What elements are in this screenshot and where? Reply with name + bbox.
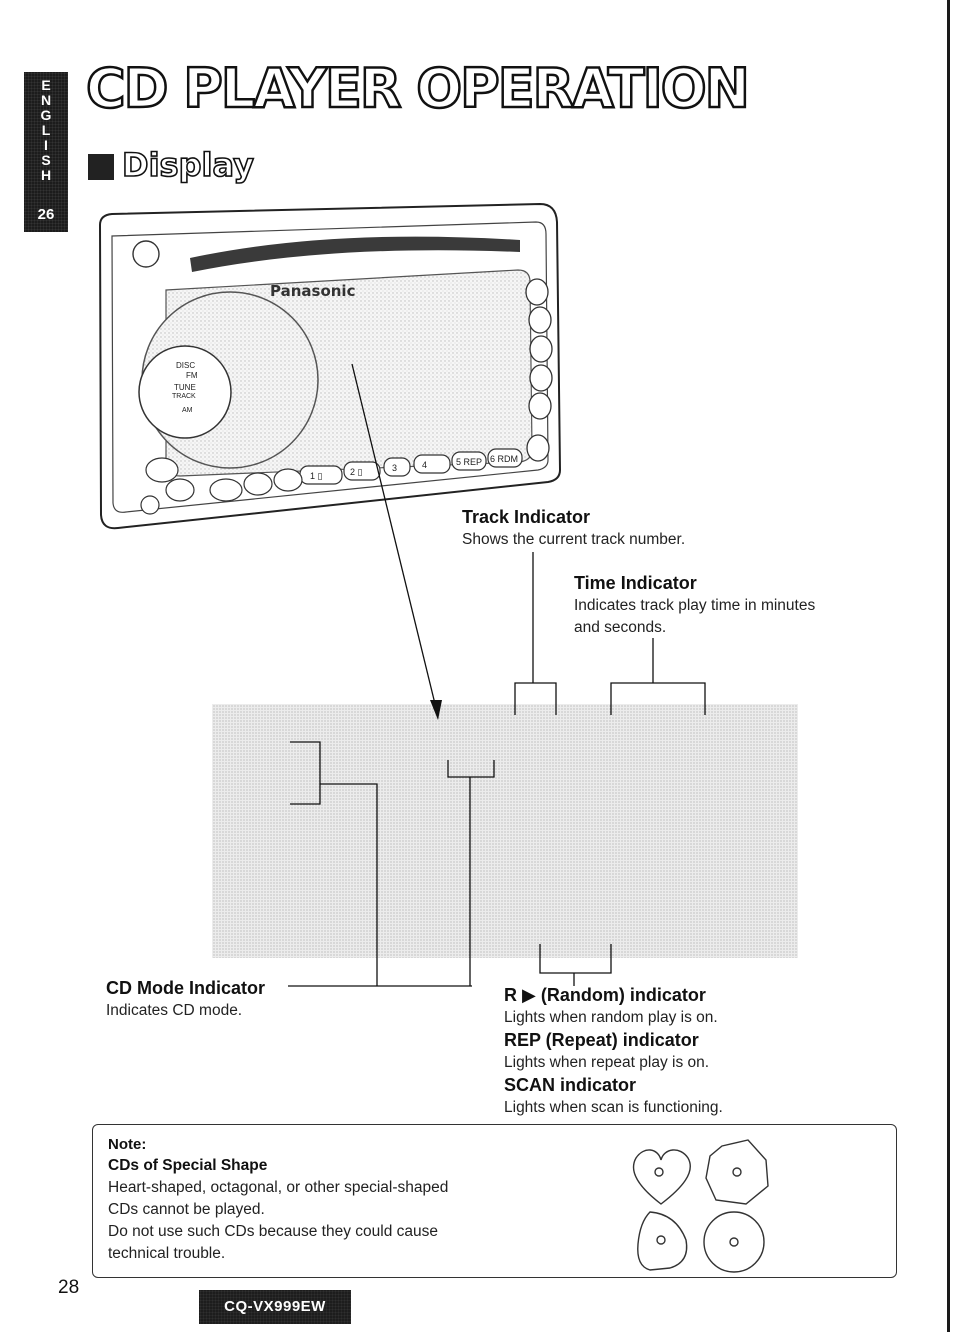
note-line: technical trouble. [108, 1243, 225, 1265]
time-indicator-desc-line: Indicates track play time in minutes [574, 595, 815, 616]
power-button [133, 241, 159, 267]
cd-mode-indicator-title: CD Mode Indicator [106, 978, 265, 999]
random-indicator-desc: Lights when random play is on. [504, 1007, 718, 1028]
knob-label: TRACK [172, 393, 196, 400]
time-indicator-title: Time Indicator [574, 573, 697, 594]
note-line: Heart-shaped, octagonal, or other specia… [108, 1177, 448, 1199]
scan-indicator-desc: Lights when scan is functioning. [504, 1097, 723, 1118]
note-line: Do not use such CDs because they could c… [108, 1221, 438, 1243]
knob-label: AM [182, 407, 193, 414]
svg-text:5 REP: 5 REP [456, 457, 482, 467]
tune-track-knob [139, 346, 231, 438]
repeat-indicator-desc: Lights when repeat play is on. [504, 1052, 709, 1073]
svg-text:1 ▯: 1 ▯ [310, 471, 323, 481]
knob-label: TUNE [174, 383, 196, 392]
svg-text:4: 4 [422, 460, 427, 470]
time-indicator-desc-line: and seconds. [574, 617, 666, 638]
track-indicator-title: Track Indicator [462, 507, 590, 528]
brand-logo: Panasonic [270, 282, 355, 300]
head-unit-illustration: Panasonic DISC FM TUNE TRACK AM [100, 204, 560, 528]
knob-label: FM [186, 371, 198, 380]
note-box: Note: CDs of Special Shape Heart-shaped,… [92, 1124, 897, 1278]
release-button [141, 496, 159, 514]
svg-text:2 ▯: 2 ▯ [350, 467, 363, 477]
svg-text:3: 3 [392, 463, 397, 473]
note-subtitle: CDs of Special Shape [108, 1157, 267, 1175]
cd-mode-indicator-desc: Indicates CD mode. [106, 1000, 242, 1021]
page-number: 28 [58, 1277, 79, 1299]
note-label: Note: [108, 1136, 146, 1153]
scan-indicator-title: SCAN indicator [504, 1075, 636, 1096]
model-badge: CQ-VX999EW [199, 1290, 351, 1324]
svg-text:6 RDM: 6 RDM [490, 454, 518, 464]
knob-label: DISC [176, 361, 195, 370]
note-line: CDs cannot be played. [108, 1199, 265, 1221]
track-indicator-desc: Shows the current track number. [462, 529, 685, 550]
random-indicator-title: R ▶ (Random) indicator [504, 985, 706, 1006]
repeat-indicator-title: REP (Repeat) indicator [504, 1030, 699, 1051]
